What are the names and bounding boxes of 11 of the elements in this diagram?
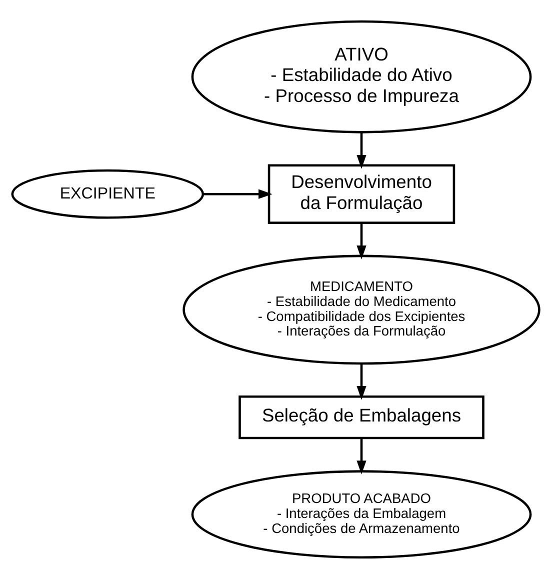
node-ellipse: ATIVO - Estabilidade do Ativo - Processo de Impureza [191,20,532,134]
node-ellipse: MEDICAMENTO - Estabilidade do Medicamento - Compatibilidade dos Excipientes - Interações da Formulação [182,254,540,365]
arrow [356,222,366,260]
arrow [356,132,366,169]
arrow [356,364,366,400]
node-ellipse: PRODUTO ACABADO - Interações da Embalagem - Condições de Armazenamento [191,470,532,559]
node-box: Seleção de Embalagens [238,396,484,440]
arrow [202,189,272,199]
node-box: Desenvolvimento da Formulação [268,164,456,224]
arrow [356,438,366,474]
node-ellipse: EXCIPIENTE [11,169,204,219]
